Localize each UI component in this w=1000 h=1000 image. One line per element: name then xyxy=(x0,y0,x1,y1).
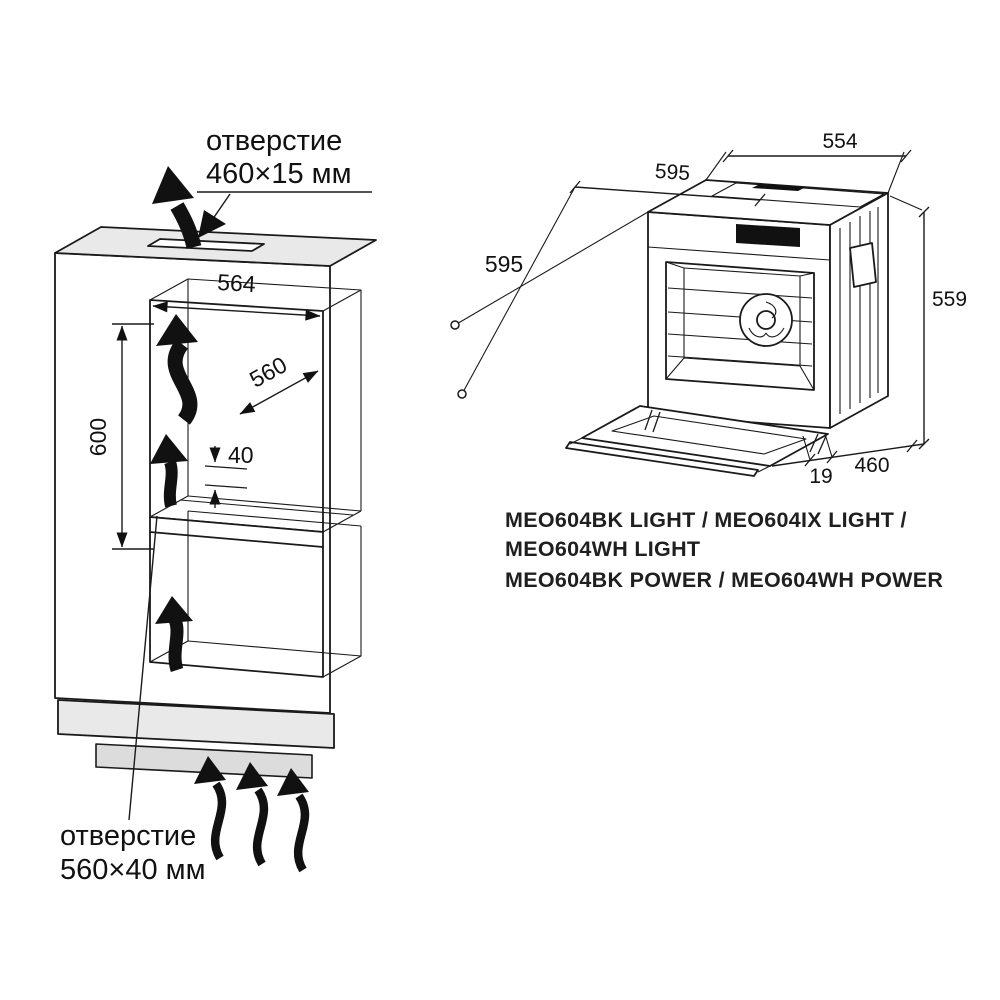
oven-diagram: 554 595 595 559 19 460 xyxy=(450,130,967,488)
top-opening-label-line2: 460×15 мм xyxy=(206,158,352,190)
airflow-arrow-top xyxy=(152,166,202,249)
dimension-height-600: 600 xyxy=(85,323,154,550)
shelf-rear-slot xyxy=(179,499,354,516)
model-power-line: MEO604BK POWER / MEO604WH POWER xyxy=(505,568,943,592)
oven-right-side xyxy=(829,192,889,429)
leader-dot-2 xyxy=(457,389,467,399)
top-opening-label: отверстие 460×15 мм xyxy=(197,125,372,238)
cabinet-base xyxy=(57,699,335,749)
dim-595-top-label: 595 xyxy=(654,160,691,185)
dimension-top-554: 554 xyxy=(705,130,912,194)
bottom-label-leader xyxy=(128,515,158,821)
bottom-opening-label-line2: 560×40 мм xyxy=(60,854,206,886)
leader-line-door-corner xyxy=(461,186,576,395)
dimension-front-595: 595 xyxy=(569,160,766,207)
dim-19-label: 19 xyxy=(809,465,832,488)
leader-line-top-corner xyxy=(454,211,649,326)
top-vent-slot xyxy=(147,238,265,252)
model-light-line2: MEO604WH LIGHT xyxy=(505,537,700,561)
top-opening-label-line1: отверстие xyxy=(206,125,342,157)
bottom-opening-label-line1: отверстие xyxy=(60,820,196,852)
airflow-arrow-lower xyxy=(155,596,193,673)
cavity-rack-3 xyxy=(667,333,813,345)
model-labels: MEO604BK LIGHT / MEO604IX LIGHT / MEO604… xyxy=(505,508,943,592)
airflow-arrow-bottom-2 xyxy=(236,762,269,867)
dim-564-label: 564 xyxy=(217,269,257,297)
cavity-rack-1 xyxy=(667,287,813,299)
dim-600-label: 600 xyxy=(85,418,111,456)
dimension-slot-40: 40 xyxy=(204,442,254,508)
dimension-door-460-19: 19 460 xyxy=(771,433,925,488)
leader-dot-1 xyxy=(450,320,460,330)
control-panel-divider xyxy=(647,246,831,261)
cabinet-diagram: 564 600 560 40 отверстие 460×15 мм xyxy=(54,125,377,886)
door-window xyxy=(611,415,807,455)
oven-top-inset xyxy=(711,182,885,208)
cavity-rack-4 xyxy=(667,355,813,367)
top-label-leader-arrowhead xyxy=(198,210,226,238)
dim-595-left-label: 595 xyxy=(485,251,523,277)
model-light-line1: MEO604BK LIGHT / MEO604IX LIGHT / xyxy=(505,508,907,532)
airflow-arrow-niche xyxy=(156,314,198,425)
side-vent-slots xyxy=(839,207,879,414)
airflow-arrow-bottom-3 xyxy=(277,768,310,873)
dim-559-label: 559 xyxy=(932,288,967,311)
airflow-arrow-bottom-1 xyxy=(194,756,227,861)
bottom-opening-label: отверстие 560×40 мм xyxy=(60,515,206,886)
dimension-width-564: 564 xyxy=(152,269,321,321)
door-handle xyxy=(565,441,759,477)
door-latch-bracket xyxy=(849,242,877,288)
dim-460-label: 460 xyxy=(854,454,889,477)
oven-top-vent xyxy=(752,184,806,191)
dim-554-label: 554 xyxy=(822,130,857,153)
display xyxy=(736,224,800,247)
cabinet-foot xyxy=(95,743,313,779)
dim-40-label: 40 xyxy=(228,442,254,468)
fan-icon xyxy=(739,293,793,347)
door-hinges xyxy=(644,409,827,455)
dimension-height-559: 559 xyxy=(889,195,967,450)
airflow-arrow-slot xyxy=(150,434,188,508)
